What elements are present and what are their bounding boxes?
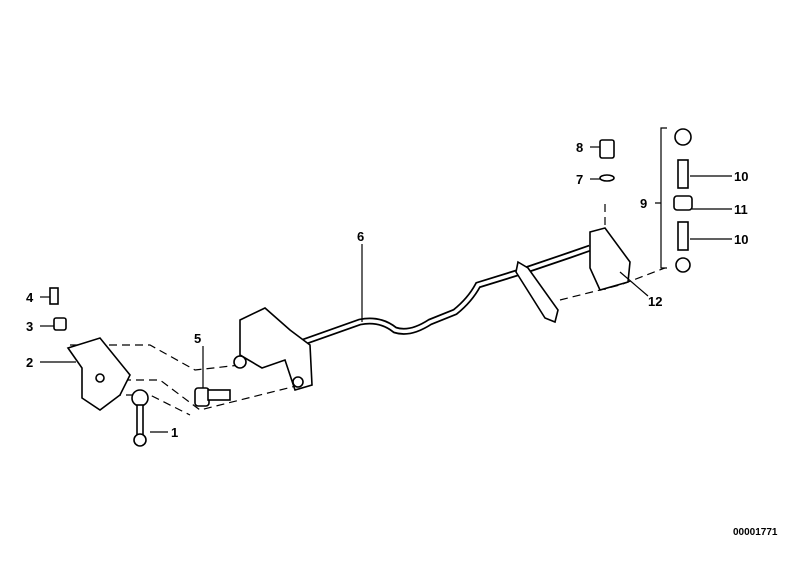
callout-3: 3 (26, 319, 33, 334)
callout-6: 6 (357, 229, 364, 244)
adjuster-link (673, 128, 693, 273)
bushing (233, 355, 247, 369)
callout-9: 9 (640, 196, 647, 211)
ball-joint-link (131, 389, 149, 447)
bracket-hole (95, 373, 105, 383)
center-bracket (239, 307, 313, 391)
group-bracket (655, 127, 667, 269)
callout-5: 5 (194, 331, 201, 346)
nut (53, 317, 67, 331)
callout-4: 4 (26, 290, 34, 305)
shift-rod (293, 244, 592, 349)
callout-2: 2 (26, 355, 33, 370)
callout-8: 8 (576, 140, 583, 155)
right-bracket (589, 227, 631, 291)
image-code: 00001771 (733, 527, 778, 538)
bushing (292, 376, 304, 388)
washer (599, 174, 615, 182)
screw (49, 287, 59, 305)
callout-12: 12 (648, 294, 662, 309)
leader-lines (40, 146, 732, 433)
right-lever (515, 260, 559, 324)
callout-11: 11 (734, 202, 748, 217)
bolt-8 (599, 139, 615, 159)
assembly-dashed-lines (70, 200, 666, 416)
bolt (194, 387, 231, 407)
callout-10-upper: 10 (734, 169, 748, 184)
callout-10-lower: 10 (734, 232, 748, 247)
callout-7: 7 (576, 172, 583, 187)
callout-1: 1 (171, 425, 178, 440)
